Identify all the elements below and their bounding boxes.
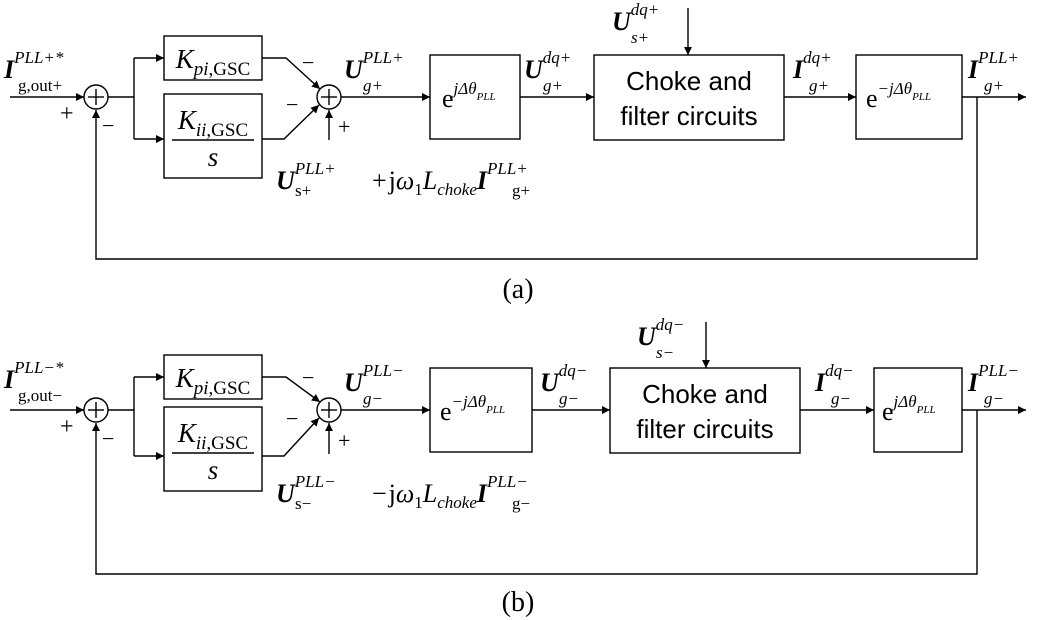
sum2-top-sign: −: [302, 50, 314, 75]
diagram-panel-a: IPLL+*g,out+ + − Kpi,GSC Kii,GSC s − −: [3, 0, 1026, 305]
summing-junction-1: [83, 397, 109, 423]
disturbance-voltage-label: Udq+s+: [612, 0, 659, 47]
sum1-input-sign: +: [60, 101, 74, 127]
signal-i-dq-label: Idq+g+: [792, 48, 832, 95]
ki-integrator-block: [163, 406, 263, 492]
ref-current-label: IPLL+*g,out+: [3, 48, 64, 95]
signal-u-pll-label: UPLL+g+: [344, 48, 404, 95]
rotation-transform-block-1: [429, 367, 533, 453]
summing-junction-2: [316, 397, 342, 423]
kp-gain-label: Kpi,GSC: [175, 44, 251, 80]
rotation-1-label: e−jΔθPLL: [440, 392, 505, 426]
summing-junction-2: [316, 84, 342, 110]
plant-label-line-1: Choke and: [626, 66, 752, 96]
ki-gain-label: Kii,GSC: [177, 105, 248, 141]
output-current-label: IPLL+g+: [967, 48, 1019, 95]
sum2-bottom-sign: +: [338, 114, 350, 139]
feedforward-expression: UPLL+s++jω1LchokeIPLL+g+: [276, 159, 530, 200]
caption-a: (a): [502, 274, 533, 305]
feedback-loop-path: [92, 97, 978, 260]
plant-label-line-2: filter circuits: [620, 101, 757, 131]
diagram-panel-b: IPLL−*g,out− + − Kpi,GSC Kii,GSC s − − +…: [3, 315, 1026, 618]
kp-output-arrow: [262, 57, 321, 90]
rotation-1-label: ejΔθPLL: [442, 79, 496, 113]
plant-label-line-2: filter circuits: [636, 414, 773, 444]
plant-label-line-1: Choke and: [642, 379, 768, 409]
sum1-input-sign: +: [60, 414, 74, 440]
feedforward-expression: UPLL−s−−jω1LchokeIPLL−g−: [276, 472, 530, 513]
sum2-left-sign: −: [286, 92, 298, 117]
ref-current-label: IPLL−*g,out−: [3, 358, 64, 405]
sum1-feedback-sign: −: [102, 426, 114, 451]
ki-output-arrow: [262, 104, 320, 140]
output-current-label: IPLL−g−: [967, 361, 1019, 408]
rotation-2-label: ejΔθPLL: [882, 392, 936, 426]
signal-u-dq-label: Udq−g−: [540, 361, 587, 408]
choke-filter-plant-block: [609, 367, 801, 454]
sum2-top-sign: −: [302, 365, 314, 390]
laplace-variable-s: s: [208, 142, 219, 172]
sum1-feedback-sign: −: [102, 113, 114, 138]
ki-output-arrow: [262, 417, 320, 457]
sum2-left-sign: −: [286, 406, 298, 431]
ki-gain-label: Kii,GSC: [177, 418, 248, 454]
caption-b: (b): [502, 587, 535, 618]
signal-u-dq-label: Udq+g+: [524, 48, 571, 95]
rotation-2-label: e−jΔθPLL: [866, 79, 931, 113]
feedback-loop-path: [92, 410, 978, 575]
choke-filter-plant-block: [593, 54, 785, 141]
summing-junction-1: [83, 84, 109, 110]
rotation-transform-block-2: [873, 367, 963, 453]
laplace-variable-s: s: [208, 455, 219, 485]
ki-integrator-block: [163, 93, 263, 179]
signal-i-dq-label: Idq−g−: [814, 361, 854, 408]
sum2-bottom-sign: +: [338, 428, 350, 453]
kp-output-arrow: [262, 376, 321, 403]
kp-gain-label: Kpi,GSC: [175, 363, 251, 399]
disturbance-voltage-label: Udq−s−: [637, 315, 684, 362]
signal-u-pll-label: UPLL−g−: [344, 361, 404, 408]
kp-gain-block: [163, 354, 263, 400]
